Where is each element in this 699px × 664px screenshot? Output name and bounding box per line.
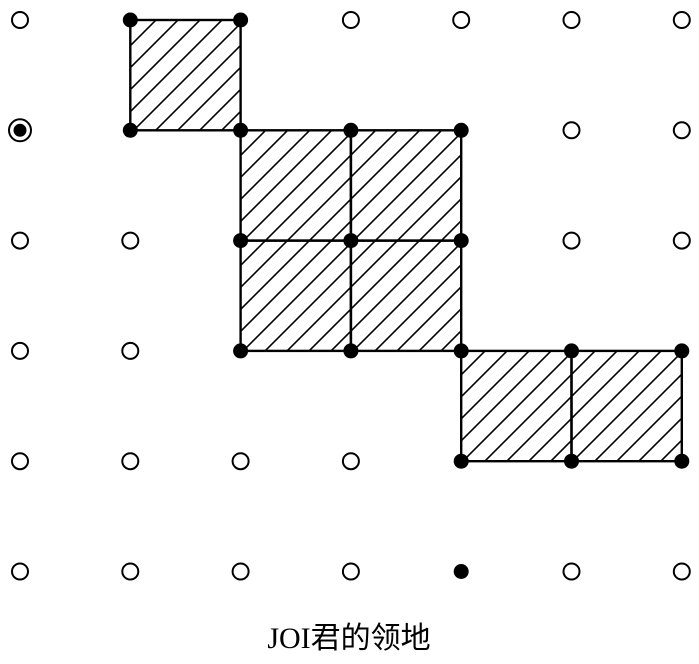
filled-point xyxy=(453,233,469,249)
lattice-points xyxy=(8,11,691,581)
filled-point xyxy=(233,343,249,359)
hatched-cell xyxy=(349,129,463,242)
empty-point xyxy=(452,11,471,29)
empty-point xyxy=(11,231,29,250)
empty-point xyxy=(121,452,140,471)
hatched-cell xyxy=(239,239,353,353)
figure-caption: JOI君的领地 xyxy=(267,622,430,655)
filled-point xyxy=(233,122,249,138)
filled-point xyxy=(674,453,690,469)
filled-point xyxy=(343,233,359,249)
empty-point xyxy=(562,11,581,29)
filled-point xyxy=(453,122,469,138)
filled-point xyxy=(453,343,469,359)
filled-point xyxy=(122,12,138,28)
empty-point xyxy=(672,121,691,140)
filled-point xyxy=(674,343,690,359)
empty-point xyxy=(121,562,140,581)
filled-point xyxy=(564,343,579,359)
filled-point xyxy=(453,453,469,469)
filled-point xyxy=(343,122,359,138)
empty-point xyxy=(121,341,140,360)
empty-point xyxy=(11,11,29,29)
empty-point xyxy=(672,231,691,250)
empty-point xyxy=(562,562,581,581)
empty-point xyxy=(11,452,29,471)
filled-point xyxy=(122,122,138,138)
empty-point xyxy=(341,452,360,471)
empty-point xyxy=(341,562,360,581)
empty-point xyxy=(672,11,691,29)
empty-point xyxy=(562,231,581,250)
filled-point xyxy=(233,233,249,249)
empty-point xyxy=(341,11,360,29)
empty-point xyxy=(11,562,29,581)
hatched-cell xyxy=(239,129,353,242)
filled-point xyxy=(453,564,469,579)
hatched-cell xyxy=(129,18,242,132)
start-point-dot xyxy=(13,123,27,137)
empty-point xyxy=(562,121,581,140)
hatched-cell xyxy=(570,349,684,463)
empty-point xyxy=(231,562,250,581)
filled-point xyxy=(564,453,579,469)
filled-point xyxy=(233,12,249,28)
empty-point xyxy=(231,452,250,471)
empty-point xyxy=(121,231,140,250)
hatched-cell xyxy=(460,349,573,463)
empty-point xyxy=(672,562,691,581)
empty-point xyxy=(11,341,29,360)
hatched-cells xyxy=(129,18,684,463)
filled-point xyxy=(343,343,359,359)
hatched-cell xyxy=(349,239,463,353)
